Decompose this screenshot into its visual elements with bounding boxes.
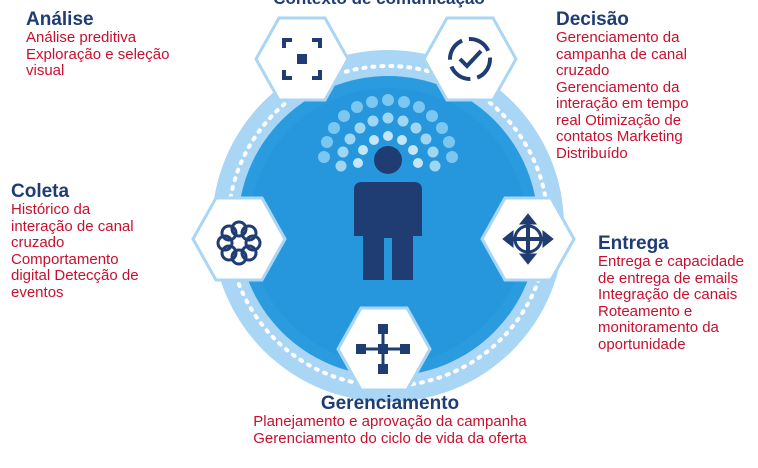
gerenciamento-desc: Planejamento e aprovação da campanha Ger… bbox=[253, 413, 527, 447]
analise-desc: Análise preditiva Exploração e seleção v… bbox=[26, 29, 170, 79]
section-analise: Análise Análise preditiva Exploração e s… bbox=[26, 10, 226, 80]
arrows-icon bbox=[502, 213, 554, 265]
coleta-title: Coleta bbox=[11, 181, 70, 202]
hexagon-coleta bbox=[191, 196, 287, 282]
hexagon-analise bbox=[254, 16, 350, 102]
person-figure bbox=[354, 146, 422, 280]
halo-dots bbox=[318, 94, 458, 172]
diagram-title: Contexto de comunicação bbox=[0, 0, 758, 9]
entrega-desc: Entrega e capacidade de entrega de email… bbox=[598, 253, 744, 353]
section-gerenciamento: Gerenciamento Planejamento e aprovação d… bbox=[230, 394, 550, 447]
check-circle-icon bbox=[448, 37, 492, 81]
section-decisao: Decisão Gerenciamento da campanha de can… bbox=[556, 10, 716, 162]
entrega-title: Entrega bbox=[598, 233, 669, 254]
section-entrega: Entrega Entrega e capacidade de entrega … bbox=[598, 234, 758, 353]
hexagon-gerenciamento bbox=[336, 306, 432, 392]
coleta-desc: Histórico da interação de canal cruzado … bbox=[11, 201, 139, 301]
focus-icon bbox=[282, 38, 322, 80]
gerenciamento-title: Gerenciamento bbox=[320, 393, 460, 414]
hexagon-decisao bbox=[422, 16, 518, 102]
flower-icon bbox=[216, 220, 262, 266]
decisao-desc: Gerenciamento da campanha de canal cruza… bbox=[556, 29, 689, 162]
section-coleta: Coleta Histórico da interação de canal c… bbox=[11, 182, 161, 301]
flowchart-icon bbox=[356, 324, 410, 374]
decisao-title: Decisão bbox=[556, 9, 629, 30]
analise-title: Análise bbox=[26, 9, 94, 30]
hexagon-entrega bbox=[480, 196, 576, 282]
